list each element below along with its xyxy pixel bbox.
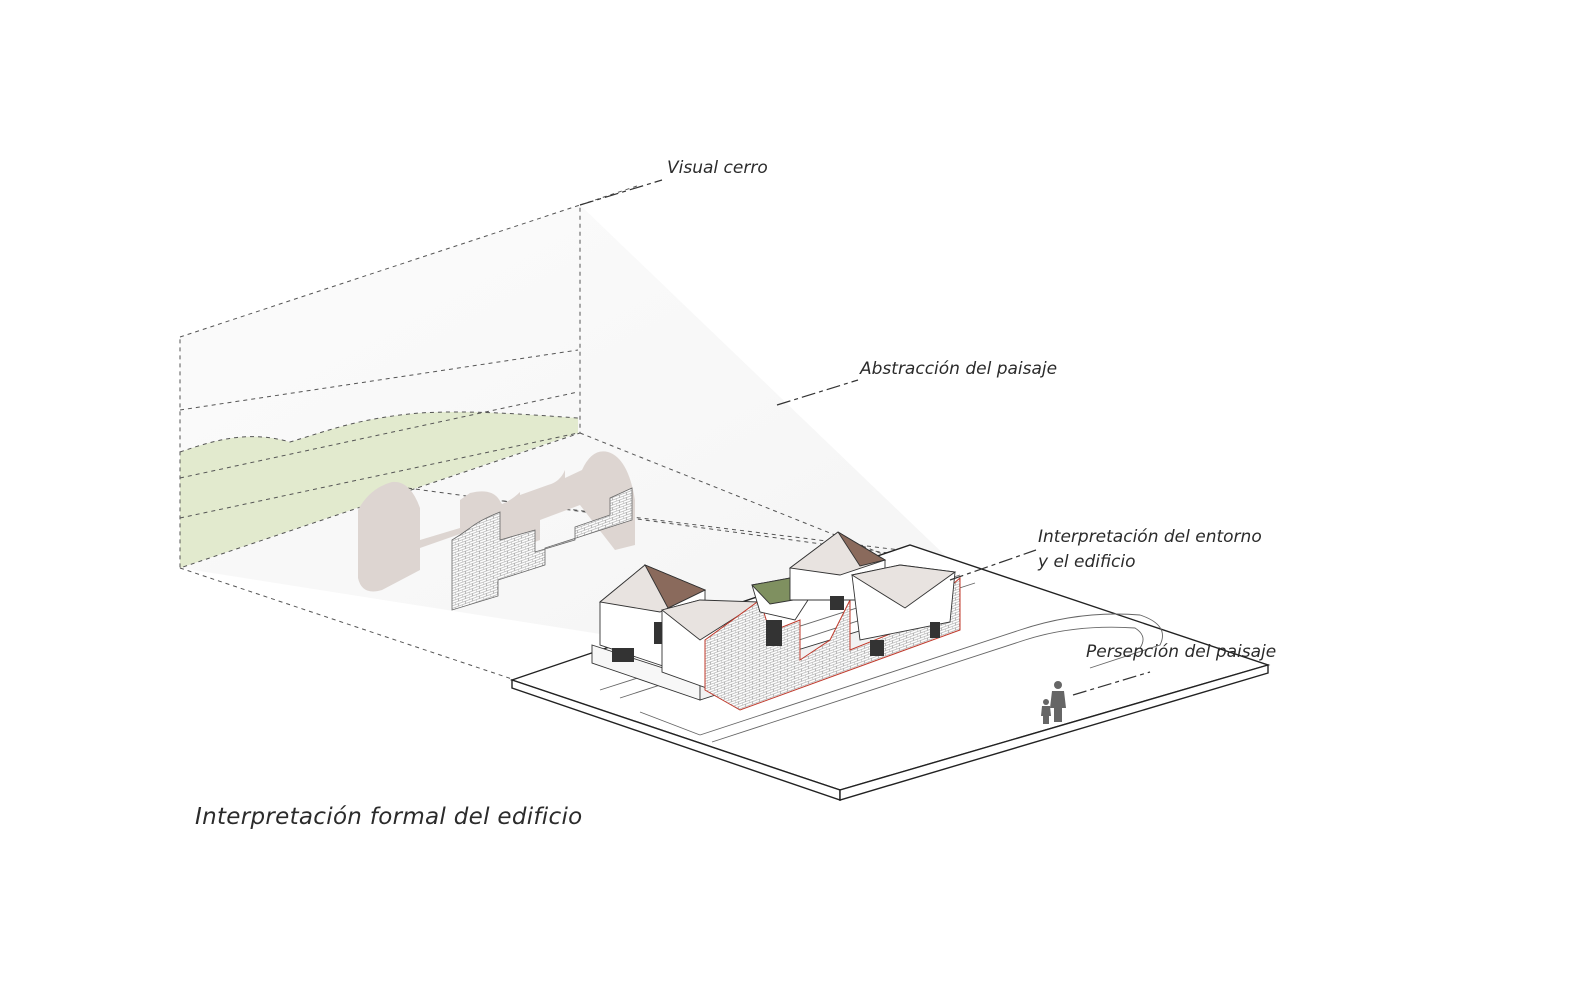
label-abstraccion-paisaje: Abstracción del paisaje (860, 359, 1058, 379)
site-platform (509, 544, 1271, 801)
label-persepcion-paisaje: Persepción del paisaje (1086, 642, 1277, 662)
person-figures (1041, 681, 1066, 724)
label-interpretacion-line2: y el edificio (1038, 552, 1136, 572)
diagram-caption: Interpretación formal del edificio (195, 804, 583, 830)
building-silhouette (358, 451, 635, 592)
brick-facade-abstraction (451, 487, 633, 611)
building-axonometric (591, 531, 961, 711)
label-visual-cerro: Visual cerro (667, 158, 768, 178)
leader-lines (579, 179, 1151, 696)
label-interpretacion-line1: Interpretación del entorno (1038, 527, 1262, 547)
